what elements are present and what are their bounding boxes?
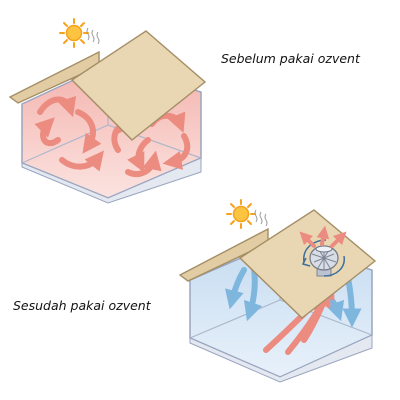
- sun-icon: [226, 199, 256, 229]
- heat-wave-icon: [86, 27, 100, 45]
- house-after: [178, 199, 377, 383]
- heat-wave-icon: [254, 209, 268, 227]
- sun-icon: [59, 18, 89, 48]
- exhaust-arrows: [299, 225, 347, 248]
- house-before: [8, 18, 207, 204]
- caption-before: Sebelum pakai ozvent: [221, 51, 360, 66]
- caption-after: Sesudah pakai ozvent: [13, 298, 151, 313]
- turbine-ventilator-icon: [301, 239, 345, 277]
